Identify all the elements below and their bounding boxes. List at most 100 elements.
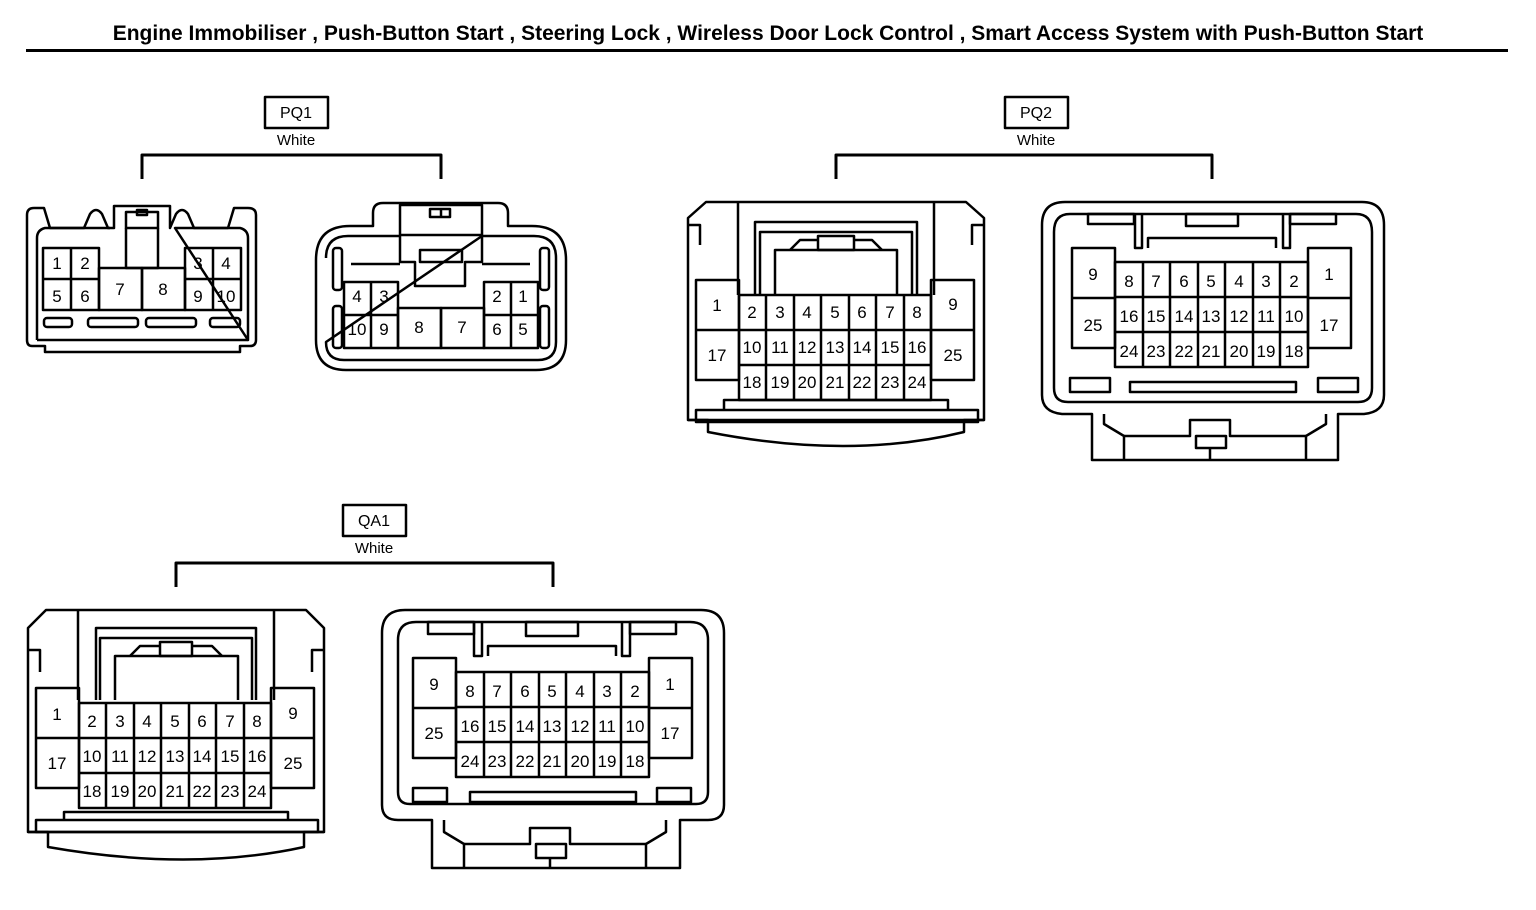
pq2-left-pin-11: 11 [771,338,789,357]
pq2-right-pin-15: 15 [1147,307,1166,326]
qa1-left-pin-23: 23 [221,782,240,801]
pq2-left-pin-6: 6 [857,303,866,322]
qa1-bracket [174,561,555,587]
pq1-left-pin-4: 4 [221,254,230,273]
pq2-right-pin-23: 23 [1147,342,1166,361]
pq1-left-connector [25,204,258,354]
pq2-right-pin-7: 7 [1151,272,1160,291]
pq2-right-pin-16: 16 [1120,307,1139,326]
pq2-right-pin-8: 8 [1124,272,1133,291]
qa1-left-pin-11: 11 [111,747,129,766]
qa1-left-pin-1: 1 [52,705,61,724]
qa1-left-pin-17: 17 [48,754,67,773]
qa1-left-pin-16: 16 [248,747,267,766]
pq2-right-pin-12: 12 [1230,307,1249,326]
qa1-left-pin-7: 7 [225,712,234,731]
qa1-left-pin-24: 24 [248,782,267,801]
pq2-left-pin-10: 10 [743,338,762,357]
pq1-right-pin-7: 7 [457,318,466,337]
pq2-right-pin-20: 20 [1230,342,1249,361]
pq2-bracket [834,153,1214,179]
qa1-left-pin-9: 9 [288,704,297,723]
pq2-right-pin-6: 6 [1179,272,1188,291]
pq2-left-pin-14: 14 [853,338,872,357]
pq2-right-pin-5: 5 [1206,272,1215,291]
pq2-right-pin-22: 22 [1175,342,1194,361]
qa1-label-box [341,503,408,538]
qa1-left-pin-18: 18 [83,782,102,801]
pq1-right-pin-6: 6 [492,320,501,339]
pq2-color-label: White [1017,132,1055,149]
pq1-left-pin-7: 7 [115,280,124,299]
pq2-left-pin-19: 19 [771,373,790,392]
pq2-right-pin-18: 18 [1285,342,1304,361]
pq2-left-pin-13: 13 [826,338,845,357]
pq1-left-pin-6: 6 [80,287,89,306]
qa1-left-pin-6: 6 [197,712,206,731]
pq2-left-pin-24: 24 [908,373,927,392]
qa1-right-pin-4: 4 [575,682,584,701]
title-rule [26,49,1508,52]
pq2-left-pin-25: 25 [944,346,963,365]
qa1-left-pin-19: 19 [111,782,130,801]
pq1-label-group [140,95,443,179]
pq1-left-pin-9: 9 [193,287,202,306]
qa1-right-pin-15: 15 [488,717,507,736]
pq1-right-pin-1: 1 [518,287,527,306]
qa1-right-pin-14: 14 [516,717,535,736]
qa1-right-pin-18: 18 [626,752,645,771]
pq1-left-pin-10: 10 [217,287,236,306]
qa1-right-connector [380,608,726,870]
qa1-left-pin-21: 21 [166,782,185,801]
pq1-right-pin-10: 10 [348,320,367,339]
qa1-right-pin-19: 19 [598,752,617,771]
pq2-right-pin-13: 13 [1202,307,1221,326]
pq2-right-pin-10: 10 [1285,307,1304,326]
pq2-left-pin-22: 22 [853,373,872,392]
pq2-right-connector [1040,200,1386,462]
pq2-right-pin-3: 3 [1261,272,1270,291]
pq2-right-pin-19: 19 [1257,342,1276,361]
qa1-right-pin-25: 25 [425,724,444,743]
qa1-right-pin-24: 24 [461,752,480,771]
pq2-id-label: PQ2 [1020,105,1052,122]
pq2-left-pin-23: 23 [881,373,900,392]
pq1-right-pin-5: 5 [518,320,527,339]
qa1-right-pin-20: 20 [571,752,590,771]
qa1-left-pin-13: 13 [166,747,185,766]
pq2-left-pin-4: 4 [802,303,811,322]
pq2-right-pin-9: 9 [1088,265,1097,284]
pq1-right-pin-9: 9 [379,320,388,339]
pq2-left-pin-9: 9 [948,295,957,314]
pq2-left-pin-3: 3 [775,303,784,322]
pq2-label-group [834,95,1214,179]
pq2-right-pin-2: 2 [1289,272,1298,291]
pq2-left-pin-5: 5 [830,303,839,322]
page-title: Engine Immobiliser , Push-Button Start ,… [112,22,1424,45]
pq2-left-pin-16: 16 [908,338,927,357]
pq2-right-pin-11: 11 [1257,307,1275,326]
qa1-right-pin-12: 12 [571,717,590,736]
qa1-right-pin-6: 6 [520,682,529,701]
qa1-left-connector [26,608,326,861]
qa1-id-label: QA1 [358,513,390,530]
pq1-label-box [263,95,330,130]
pq2-left-connector [686,200,986,448]
pq2-label-box [1003,95,1070,130]
qa1-right-pin-22: 22 [516,752,535,771]
pq2-right-pin-14: 14 [1175,307,1194,326]
qa1-right-pin-10: 10 [626,717,645,736]
qa1-right-pin-21: 21 [543,752,562,771]
qa1-left-pin-15: 15 [221,747,240,766]
pq1-left-pin-3: 3 [193,254,202,273]
pq1-right-pin-3: 3 [379,287,388,306]
qa1-right-pin-5: 5 [547,682,556,701]
qa1-left-pin-20: 20 [138,782,157,801]
qa1-label-group [174,503,555,587]
qa1-left-pin-2: 2 [87,712,96,731]
pq1-right-pin-4: 4 [352,287,361,306]
pq1-left-pin-2: 2 [80,254,89,273]
pq2-right-pin-25: 25 [1084,316,1103,335]
pq2-left-pin-15: 15 [881,338,900,357]
